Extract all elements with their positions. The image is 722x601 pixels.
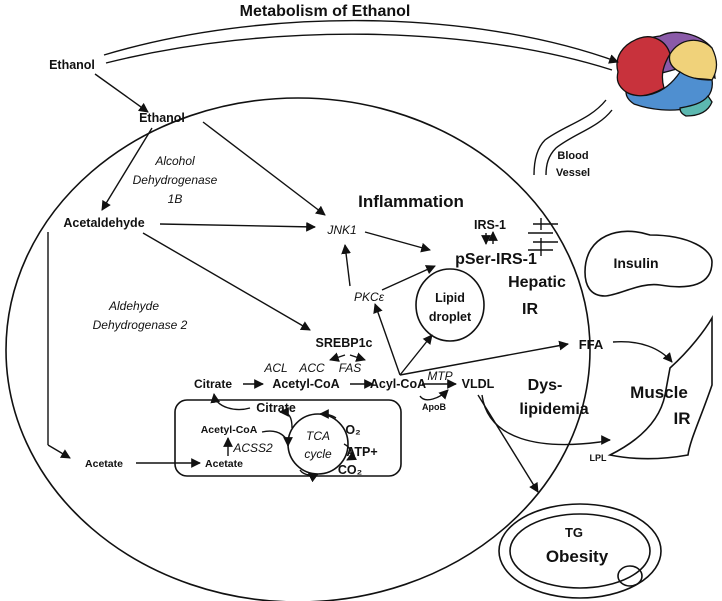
adipose-outer <box>498 503 662 599</box>
ethanol-inside-label: Ethanol <box>139 111 185 125</box>
acetyl-coa-cytosol-label: Acetyl-CoA <box>272 377 339 391</box>
tg-label: TG <box>565 525 583 540</box>
diagram-title: Metabolism of Ethanol <box>240 3 411 20</box>
adipose-inner <box>509 513 651 589</box>
hepatocyte-outline <box>5 97 591 601</box>
lipid-droplet-label-1: Lipid <box>435 291 465 305</box>
pkce-label: PKCε <box>354 290 385 304</box>
muscle-ir-label-1: Muscle <box>630 383 688 402</box>
blood-vessel-label-1: Blood <box>557 150 588 162</box>
obesity-label: Obesity <box>546 547 609 566</box>
lipid-droplet-circle <box>415 268 485 342</box>
membrane-receptor-icon <box>528 218 558 256</box>
pser-irs1-label: pSer-IRS-1 <box>455 251 537 268</box>
pathway-arrows <box>47 19 673 493</box>
vldl-label: VLDL <box>462 377 495 391</box>
jnk1-label: JNK1 <box>326 223 356 237</box>
acyl-coa-label: Acyl-CoA <box>370 377 426 391</box>
aldh-label-2: Dehydrogenase 2 <box>93 318 188 332</box>
acetyl-coa-mito-label: Acetyl-CoA <box>201 424 258 436</box>
hepatic-ir-label-2: IR <box>522 301 538 318</box>
fas-label: FAS <box>339 361 361 375</box>
tca-cycle-label-2: cycle <box>304 447 332 461</box>
acss2-label: ACSS2 <box>232 441 273 455</box>
citrate-cytosol-label: Citrate <box>194 377 232 391</box>
acetate-outer-label: Acetate <box>85 458 123 470</box>
lipid-droplet-label-2: droplet <box>429 310 472 324</box>
co2-label: CO₂ <box>338 463 362 477</box>
blood-vessel-wall-2 <box>545 109 613 176</box>
dyslipidemia-label-2: lipidemia <box>519 401 588 418</box>
adh-label-1: Alcohol <box>154 154 195 168</box>
adh-label-2: Dehydrogenase <box>133 173 218 187</box>
muscle-shape <box>607 315 713 460</box>
acc-label: ACC <box>298 361 325 375</box>
insulin-shape <box>584 230 713 297</box>
insulin-label: Insulin <box>613 255 658 271</box>
mitochondrion-box <box>174 399 402 477</box>
atp-label: ATP+ <box>346 445 377 459</box>
acetate-inner-label: Acetate <box>205 458 243 470</box>
mtp-label: MTP <box>427 369 452 383</box>
acetaldehyde-label: Acetaldehyde <box>63 216 144 230</box>
tca-cycle-label-1: TCA <box>306 429 330 443</box>
o2-label: O₂ <box>345 423 360 437</box>
brain-icon <box>616 31 718 117</box>
apob-label: ApoB <box>422 402 446 412</box>
dyslipidemia-label-1: Dys- <box>528 377 563 394</box>
ethanol-outside-label: Ethanol <box>49 58 95 72</box>
muscle-ir-label-2: IR <box>674 409 691 428</box>
srebp1c-label: SREBP1c <box>316 336 373 350</box>
adipose-nucleus <box>617 565 643 587</box>
aldh-label-1: Aldehyde <box>108 299 159 313</box>
hepatic-ir-label-1: Hepatic <box>508 274 566 291</box>
acl-label: ACL <box>263 361 287 375</box>
irs1-label: IRS-1 <box>474 218 506 232</box>
adh-label-3: 1B <box>168 192 183 206</box>
inflammation-label: Inflammation <box>358 192 464 211</box>
blood-vessel-label-2: Vessel <box>556 167 590 179</box>
blood-vessel-wall-1 <box>533 99 607 176</box>
citrate-mito-label: Citrate <box>256 401 296 415</box>
ffa-label: FFA <box>579 337 604 352</box>
lpl-label: LPL <box>590 453 608 463</box>
